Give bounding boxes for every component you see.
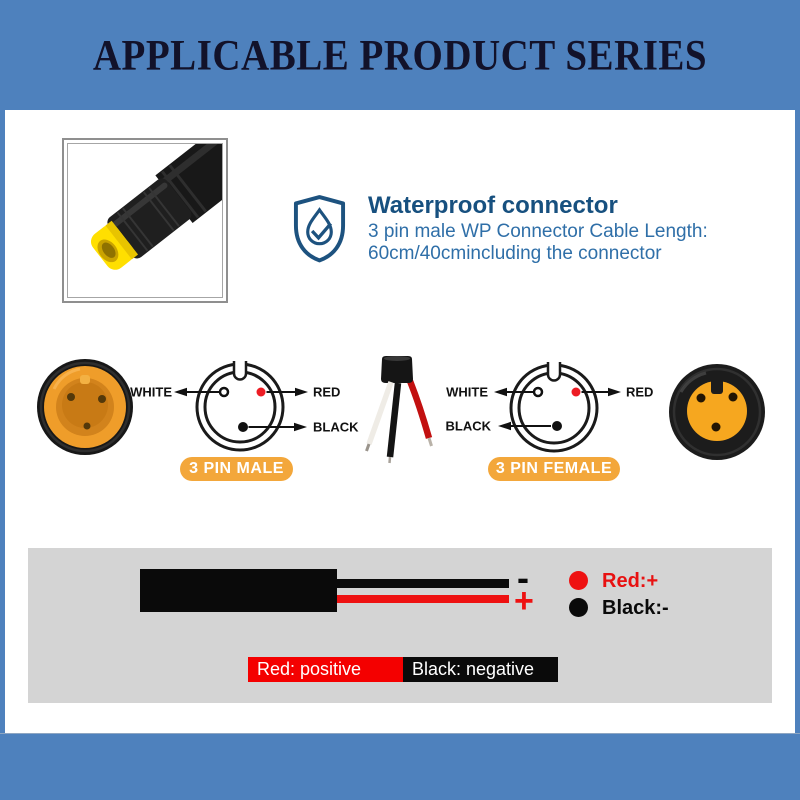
- male-black-label: BLACK: [313, 420, 359, 435]
- male-pin-diagram: WHITE RED BLACK: [130, 361, 359, 452]
- male-red-label: RED: [313, 385, 340, 400]
- female-pin-white: [532, 386, 544, 398]
- product-photo-frame: [62, 138, 228, 303]
- red-wire: [337, 595, 509, 603]
- minus-symbol: -: [517, 557, 529, 598]
- male-pin-red: [256, 387, 266, 397]
- male-white-label: WHITE: [130, 385, 172, 400]
- female-red-label: RED: [626, 385, 653, 400]
- female-pin-diagram: WHITE RED BLACK: [446, 362, 653, 453]
- page-title: APPLICABLE PRODUCT SERIES: [92, 31, 708, 79]
- pin-diagram-row: WHITE RED BLACK WHIT: [37, 356, 765, 464]
- female-black-label: BLACK: [446, 419, 492, 434]
- header-banner: APPLICABLE PRODUCT SERIES: [0, 0, 800, 110]
- male-badge: 3 PIN MALE: [180, 457, 293, 481]
- product-photo-inner-frame: [67, 143, 223, 298]
- female-pin-black: [552, 421, 562, 431]
- connector-cable-photo: [90, 144, 222, 270]
- check-mark: [310, 222, 333, 241]
- black-wire: [337, 579, 509, 588]
- cable-body: [140, 569, 337, 612]
- feature-description-line2: 60cm/40cmincluding the connector: [368, 243, 662, 264]
- plus-symbol: +: [514, 582, 534, 620]
- black-legend-dot: [569, 598, 588, 617]
- right-border-strip: [795, 110, 800, 733]
- male-pin-black: [238, 422, 248, 432]
- feature-description-line1: 3 pin male WP Connector Cable Length:: [368, 221, 708, 242]
- black-negative-label: Black: negative: [403, 657, 558, 682]
- female-connector-photo: [669, 364, 765, 460]
- wiring-panel: - + Red:+ Black:- Red: positive Black: n…: [28, 548, 772, 703]
- female-badge: 3 PIN FEMALE: [488, 457, 620, 481]
- feature-title: Waterproof connector: [368, 192, 618, 219]
- male-key-notch: [232, 361, 248, 381]
- male-connector-photo: [37, 359, 133, 455]
- waterproof-shield-icon: [293, 195, 346, 263]
- red-legend-dot: [569, 571, 588, 590]
- shield-outline: [293, 195, 346, 263]
- female-pin-red: [571, 387, 581, 397]
- wire-connector-photo: [365, 356, 433, 464]
- black-legend-label: Black:-: [602, 597, 669, 619]
- left-border-strip: [0, 110, 5, 733]
- red-legend-label: Red:+: [602, 570, 659, 592]
- cable-art: [90, 144, 222, 270]
- female-key-notch: [546, 362, 562, 382]
- footer-banner: [0, 733, 800, 800]
- female-white-label: WHITE: [446, 385, 488, 400]
- male-pin-white: [218, 386, 230, 398]
- red-positive-label: Red: positive: [248, 657, 403, 682]
